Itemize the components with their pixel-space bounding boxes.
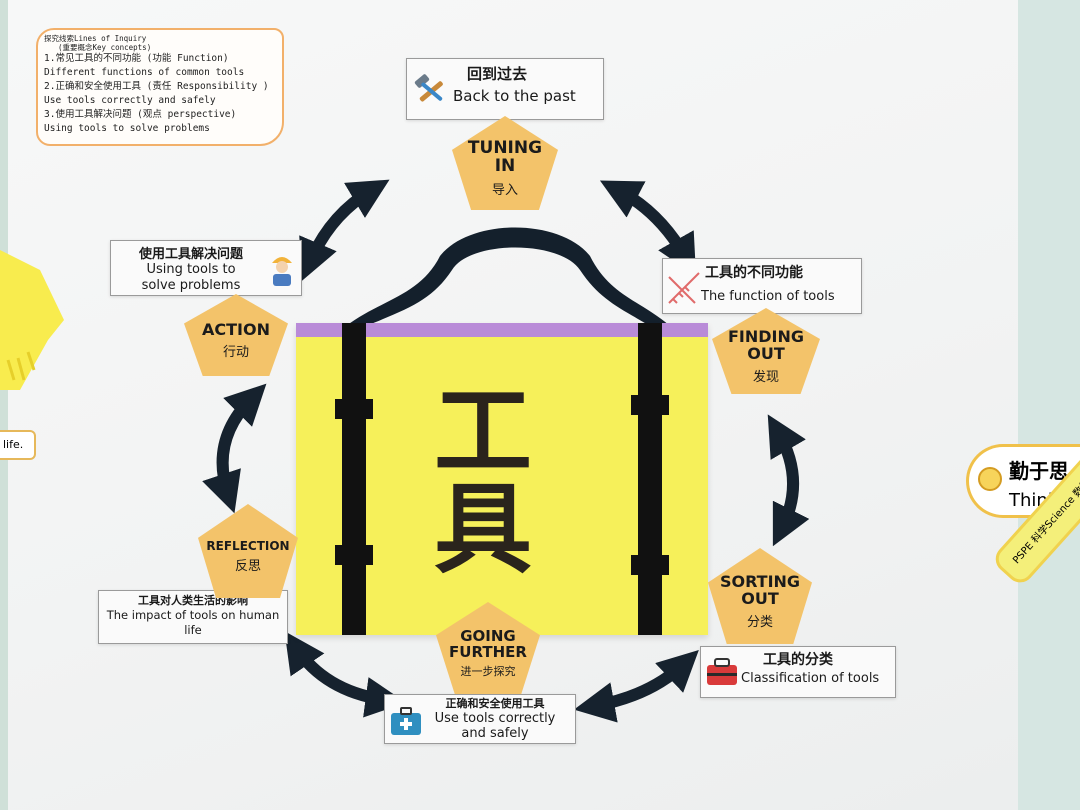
tool-bag: 工具 [296,323,708,635]
card-en: The impact of tools on human life [106,608,280,637]
bag-title: 工具 [433,374,572,587]
stage-zh: 反思 [234,559,261,575]
card-en: Back to the past [453,87,576,105]
inquiry-note: 探究线索Lines of Inquiry (重要概念Key concepts) … [36,28,284,146]
card-en: Using tools to solve problems [141,262,241,293]
ruler-pencil-icon [668,272,700,304]
inquiry-line: Use tools correctly and safely [44,95,216,106]
card-cn: 正确和安全使用工具 [445,697,545,710]
strap-buckle [631,395,669,415]
stage-zh: 导入 [491,182,518,198]
arrow-top-left [299,179,390,281]
inquiry-subheader: (重要概念Key concepts) [58,43,152,52]
wall-right [1018,0,1080,810]
card-cn: 工具的分类 [763,652,833,668]
arrow-top-right [599,180,697,276]
card-cn: 回到过去 [467,65,528,83]
arrow-right [767,414,810,547]
strap-buckle [335,399,373,419]
inquiry-line: 2.正确和安全使用工具 (责任 Responsibility ) [44,81,269,92]
stage-zh: 行动 [222,345,249,361]
stage-zh: 发现 [752,369,779,385]
lightbulb-icon [978,467,1002,491]
toolbox-icon [707,658,737,685]
thinker-cn: 勤于思 [1009,459,1069,483]
card-safe-use: 正确和安全使用工具 Use tools correctly and safely [384,694,576,744]
hammer-wrench-icon [414,74,443,102]
card-back-to-the-past: 回到过去 Back to the past [406,58,604,120]
card-impact: 工具对人类生活的影响 The impact of tools on human … [98,590,288,644]
life-tag: life. [0,430,36,460]
stage-en: REFLECTION [206,538,290,553]
inquiry-header: 探究线索Lines of Inquiry [44,34,147,43]
stage-en: SORTING OUT [719,572,801,608]
yellow-scarf-decoration [0,250,64,390]
card-cn: 使用工具解决问题 [138,247,243,262]
stage-en: TUNING IN [467,138,543,176]
bag-strap-left [342,323,366,635]
card-en: The function of tools [701,289,835,304]
arrow-bottom-left [284,631,407,718]
arrow-left [202,383,267,514]
inquiry-line: Using tools to solve problems [44,123,210,134]
bag-handle [346,227,670,326]
stage-zh: 进一步探究 [460,665,516,679]
card-function-of-tools: 工具的不同功能 The function of tools [662,258,862,314]
card-classification: 工具的分类 Classification of tools [700,646,896,698]
inquiry-line: 1.常见工具的不同功能 (功能 Function) [44,53,229,64]
card-cn: 工具的不同功能 [705,265,803,281]
bag-strap-right [638,323,662,635]
card-solve-problems: 使用工具解决问题 Using tools to solve problems [110,240,302,296]
stage-en: ACTION [202,319,270,339]
strap-buckle [335,545,373,565]
arrow-bottom-right [573,650,699,723]
card-en: Classification of tools [741,671,880,686]
inquiry-line: Different functions of common tools [44,67,245,78]
card-en: Use tools correctly and safely [434,711,556,741]
bag-trim [296,323,708,337]
stage-en: FINDING OUT [727,327,805,363]
strap-buckle [631,555,669,575]
worker-icon [272,257,292,286]
first-aid-kit-icon [391,707,421,735]
stage-en: GOING FURTHER [449,626,527,661]
inquiry-line: 3.使用工具解决问题 (观点 perspective) [44,109,237,120]
stage-zh: 分类 [746,614,773,630]
